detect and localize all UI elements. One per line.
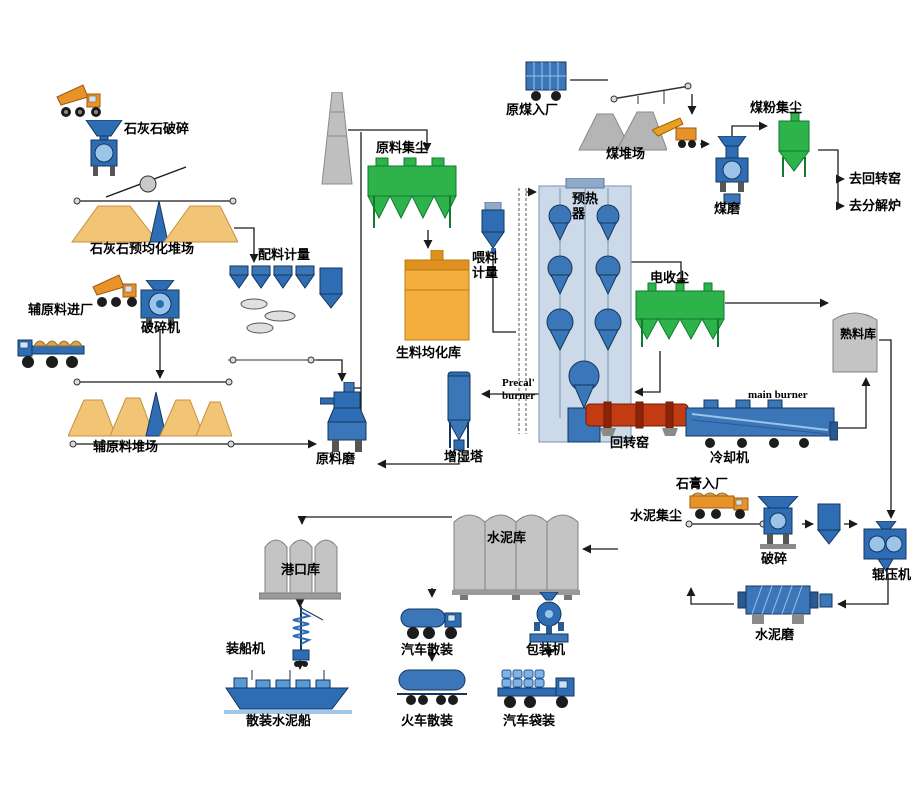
clinker-silo-icon [831, 304, 879, 374]
coal-dust-collector-icon [770, 113, 818, 179]
label-main-burner: main burner [748, 389, 808, 401]
label-cement-silo: 水泥库 [487, 530, 527, 545]
label-to-rotary-kiln: 去回转窑 [849, 171, 902, 186]
label-ship-loader: 装船机 [226, 641, 266, 656]
coal-stacker-icon [652, 114, 702, 150]
feed-metering-hopper-icon [478, 202, 508, 254]
label-to-calciner: 去分解炉 [849, 198, 902, 213]
label-crushing: 破碎 [761, 551, 788, 566]
label-truck-bag-loading: 汽车袋装 [503, 713, 556, 728]
label-coal-mill: 煤磨 [714, 201, 741, 216]
aux-crusher-icon [136, 280, 184, 328]
raw-mill-icon [320, 382, 374, 454]
water-line [224, 710, 352, 714]
humidifying-tower-icon [440, 370, 478, 452]
raw-meal-silo-icon [403, 250, 471, 345]
label-truck-bulk-loading: 汽车散装 [401, 642, 454, 657]
label-coal-dust-collector: 煤粉集尘 [750, 100, 803, 115]
raw-dust-collector-icon [366, 150, 458, 230]
bulk-cement-ship-icon [224, 668, 350, 714]
label-limestone-crushing: 石灰石破碎 [124, 121, 190, 136]
coal-conveyor-icon [608, 80, 694, 104]
label-crusher: 破碎机 [141, 320, 181, 335]
limestone-yard-piles-icon [70, 198, 238, 244]
roller-press-icon [858, 521, 912, 573]
label-rotary-kiln: 回转窑 [610, 435, 650, 450]
limestone-dump-truck-icon [54, 80, 106, 120]
bag-truck-icon [496, 658, 578, 710]
coal-unloader-icon [522, 58, 570, 102]
electrostatic-precipitator-icon [634, 281, 726, 349]
label-raw-coal-inbound: 原煤入厂 [506, 102, 559, 117]
batching-bins-icon [228, 264, 316, 368]
gypsum-truck-icon [686, 488, 762, 524]
label-raw-dust-collector: 原料集尘 [376, 140, 429, 155]
gypsum-hopper-icon [814, 502, 844, 548]
label-cement-dust-collector: 水泥集尘 [630, 508, 683, 523]
rotary-kiln-icon [584, 392, 696, 438]
label-raw-meal-silo: 生料均化库 [396, 345, 462, 360]
label-cooler: 冷却机 [710, 450, 750, 465]
label-limestone-preblending-yard: 石灰石预均化堆场 [90, 241, 195, 256]
bulk-tank-truck-icon [399, 595, 467, 643]
aux-yard-piles-icon [68, 386, 232, 438]
coal-yard-piles-icon [577, 104, 667, 154]
label-cement-mill: 水泥磨 [755, 627, 795, 642]
label-bulk-cement-ship: 散装水泥船 [246, 713, 312, 728]
label-coal-yard: 煤堆场 [606, 146, 646, 161]
flatbed-truck-icon [16, 322, 90, 370]
label-precal-burner: Precal' burner [502, 377, 535, 402]
coal-mill-icon [710, 136, 754, 206]
label-feeding-metering: 喂料计量 [472, 250, 499, 280]
ship-loader-icon [275, 606, 327, 668]
label-raw-mill: 原料磨 [316, 451, 356, 466]
gypsum-crusher-icon [754, 496, 802, 554]
label-train-bulk-loading: 火车散装 [401, 713, 454, 728]
limestone-crusher-icon [84, 120, 124, 180]
preheater-tower-icon [538, 178, 632, 444]
label-packing-machine: 包装机 [526, 642, 566, 657]
label-clinker-silo: 熟料库 [840, 327, 877, 341]
port-silo-icon [259, 527, 341, 603]
label-preheater: 预热器 [572, 191, 599, 221]
label-batching-metering: 配料计量 [258, 247, 311, 262]
label-roller-press: 辊压机 [872, 567, 912, 582]
aux-material-dump-truck-icon [90, 270, 142, 310]
bulk-rail-wagon-icon [395, 664, 469, 710]
label-port-silo: 港口库 [281, 562, 321, 577]
clinker-cooler-icon [684, 394, 838, 454]
label-aux-material-yard: 辅原料堆场 [93, 439, 159, 454]
label-electrostatic-precipitator: 电收尘 [650, 270, 690, 285]
cement-silo-icon [452, 502, 580, 600]
cement-mill-icon [734, 576, 834, 630]
label-aux-material-inbound: 辅原料进厂 [28, 302, 94, 317]
label-humidifying-tower: 增湿塔 [444, 449, 484, 464]
label-gypsum-inbound: 石膏入厂 [676, 476, 729, 491]
chimney-icon [320, 92, 354, 186]
packing-machine-icon [520, 592, 578, 644]
batching-hopper-icon [316, 266, 346, 312]
